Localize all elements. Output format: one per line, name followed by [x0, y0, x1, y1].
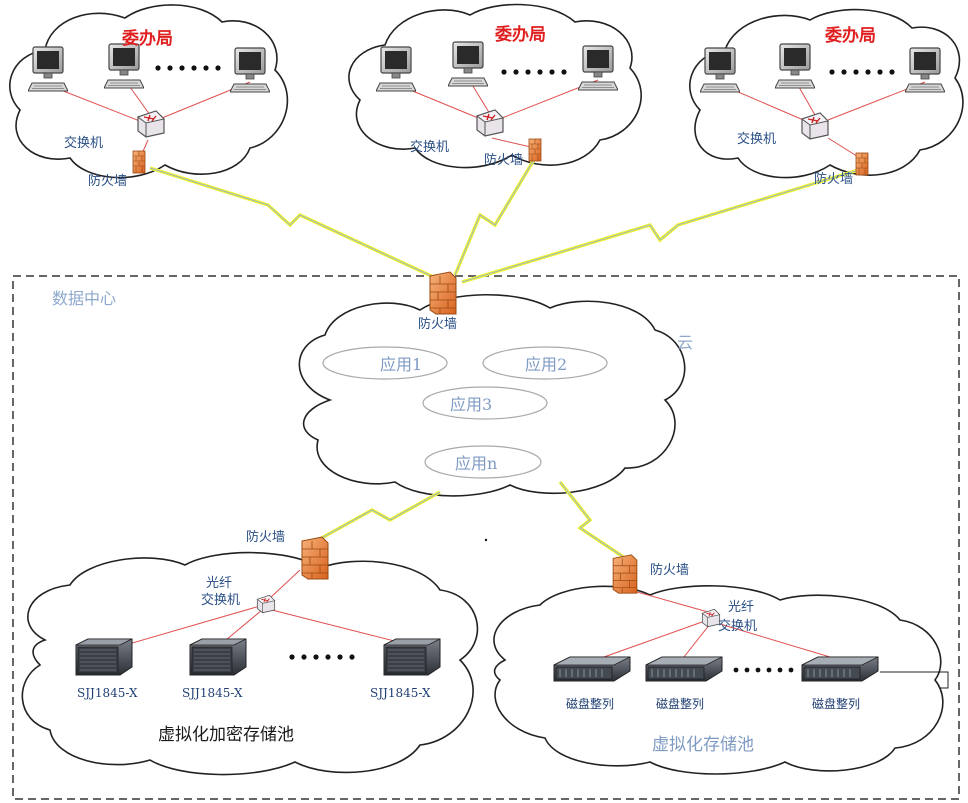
app-ellipse-n: [424, 445, 542, 479]
computer-icon: [230, 47, 270, 93]
branch-2-switch-label: 交换机: [410, 139, 449, 155]
disk-array-icon: [801, 656, 879, 682]
computer-icon: [28, 46, 68, 92]
server-rack-icon: [75, 638, 133, 676]
storage-pool-ellipsis-dots: [733, 667, 794, 673]
app-ellipse-1: [322, 346, 448, 380]
app-ellipse-3: [422, 386, 548, 420]
computer-icon: [104, 43, 144, 89]
branch-1-firewall-label: 防火墙: [88, 173, 127, 189]
disk-array-label-2: 磁盘整列: [656, 696, 704, 711]
data-center-title: 数据中心: [52, 289, 116, 308]
pool-lan-links: [107, 569, 841, 663]
encrypted-pool-cloud: [21, 551, 479, 776]
app-ellipse-2: [482, 346, 608, 380]
firewall-icon: [528, 138, 542, 162]
storage-pool-switch-label-line1: 光纤: [728, 600, 754, 615]
encryption-device-label-3: SJJ1845-X: [370, 686, 431, 700]
disk-array-label-1: 磁盘整列: [566, 696, 614, 711]
branch-1-switch-label: 交换机: [64, 135, 103, 151]
stray-dot: [484, 538, 488, 542]
branch-3-firewall-label: 防火墙: [814, 171, 853, 187]
computer-icon: [700, 47, 740, 93]
encrypted-pool-title: 虚拟化加密存储池: [158, 725, 294, 745]
encrypted-pool-switch-label-line1: 光纤: [206, 576, 232, 591]
branch-ellipsis-dots: [155, 65, 895, 75]
computer-icon: [905, 47, 945, 93]
branch-cloud-3: [689, 8, 964, 179]
app-label-3: 应用3: [450, 395, 492, 414]
branch-2-firewall-label: 防火墙: [484, 152, 523, 168]
disk-array-icon: [645, 656, 723, 682]
branch-cloud-2: [348, 3, 642, 169]
encryption-device-label-2: SJJ1845-X: [182, 686, 243, 700]
encryption-device-label-1: SJJ1845-X: [77, 686, 138, 700]
branch-cloud-1: [9, 4, 289, 179]
disk-array-icon: [553, 656, 631, 682]
storage-pool-switch-label-line2: 交换机: [718, 618, 757, 634]
storage-pool-firewall-label: 防火墙: [650, 562, 689, 578]
firewall-icon: [855, 152, 869, 176]
data-center-cloud: [298, 293, 686, 497]
storage-pool-firewall-icon: [612, 554, 638, 594]
computer-icon: [578, 45, 618, 91]
server-rack-icon: [383, 638, 441, 676]
storage-pool-title: 虚拟化存储池: [652, 735, 754, 755]
disk-external-link: [880, 671, 949, 689]
computer-icon: [376, 46, 416, 92]
computer-icon: [448, 41, 488, 87]
branch-3-switch-label: 交换机: [737, 131, 776, 147]
branch-2-title: 委办局: [494, 24, 546, 45]
app-label-n: 应用n: [455, 454, 497, 473]
cloud-label: 云: [677, 333, 693, 352]
branch-3-title: 委办局: [824, 25, 876, 46]
encrypted-pool-firewall-icon: [301, 536, 329, 580]
encrypted-pool-switch-label-line2: 交换机: [201, 592, 240, 608]
disk-array-label-3: 磁盘整列: [812, 696, 860, 711]
app-label-1: 应用1: [380, 355, 422, 374]
encrypted-pool-ellipsis-dots: [289, 654, 355, 660]
central-firewall-icon: [429, 271, 457, 315]
encrypted-pool-firewall-label: 防火墙: [246, 529, 285, 545]
wan-lightning-links: [149, 157, 866, 560]
app-label-2: 应用2: [525, 355, 567, 374]
central-firewall-label: 防火墙: [418, 316, 457, 332]
firewall-icon: [132, 150, 146, 174]
branch-1-title: 委办局: [121, 28, 173, 49]
server-rack-icon: [189, 638, 247, 676]
computer-icon: [775, 43, 815, 89]
app-ellipses: [322, 346, 608, 479]
